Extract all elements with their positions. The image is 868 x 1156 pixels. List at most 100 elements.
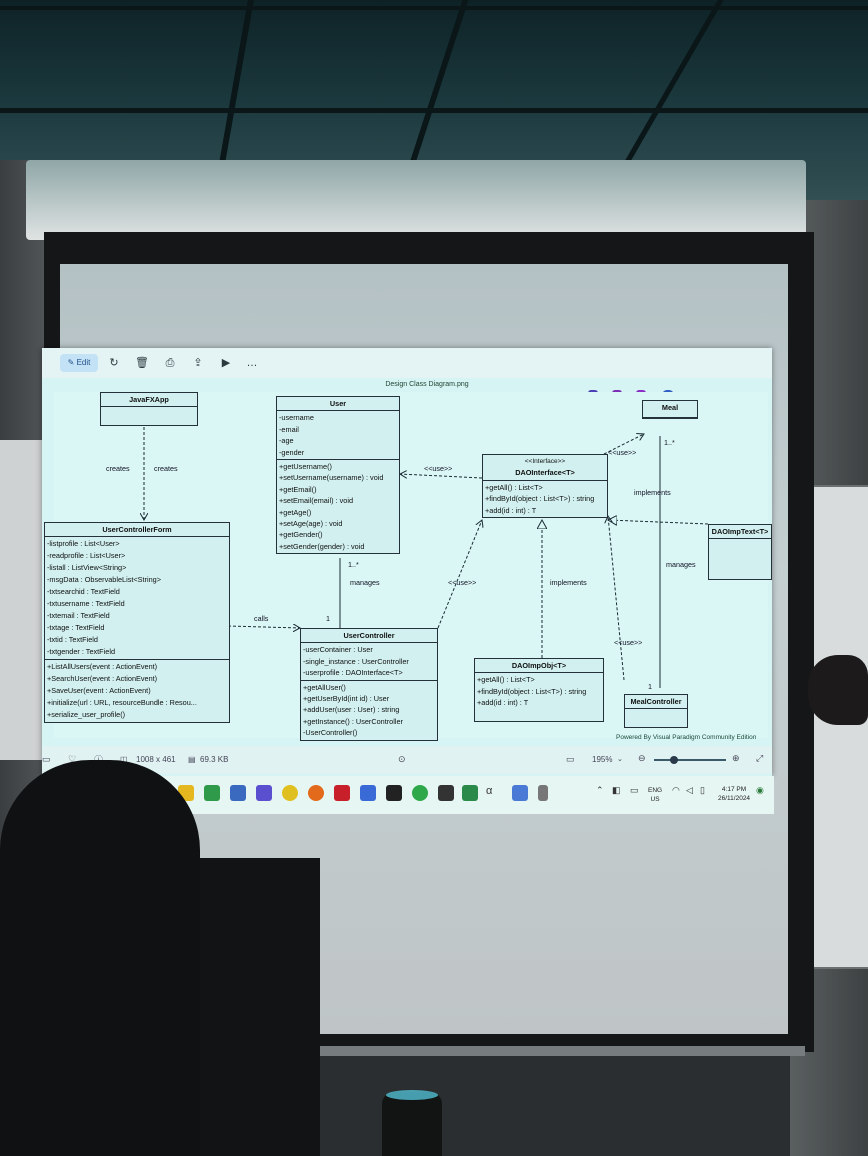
tray-icon[interactable]: ◧	[612, 785, 621, 795]
language-code: ENG	[648, 787, 663, 794]
multiplicity-label: 1	[326, 614, 330, 623]
person-hand	[808, 655, 868, 725]
chevron-up-icon[interactable]: ⌃	[596, 785, 604, 795]
attribute: -userContainer : User	[303, 645, 373, 655]
battery-icon[interactable]: ▯	[700, 785, 705, 795]
class-name: User	[277, 397, 399, 412]
attributes: -username -email -age -gender	[277, 411, 399, 461]
app-icon[interactable]	[538, 785, 548, 801]
ceiling-grid-line	[216, 0, 254, 180]
class-daointerface[interactable]: <<Interface>> DAOInterface<T> +getAll() …	[482, 454, 608, 519]
class-name: Meal	[643, 401, 697, 418]
class-user[interactable]: User -username -email -age -gender +getU…	[276, 396, 400, 555]
teams-icon[interactable]	[256, 785, 272, 801]
calls-label: calls	[254, 614, 269, 623]
use-arrow	[603, 434, 644, 455]
edit-button[interactable]: ✎ Edit	[60, 354, 98, 372]
class-javafxapp[interactable]: JavaFXApp	[100, 392, 198, 427]
implements-label: implements	[550, 578, 587, 587]
class-daoimpobj[interactable]: DAOImpObj<T> +getAll() : List<T> +findBy…	[474, 658, 604, 723]
share-icon[interactable]: ⇪	[193, 357, 203, 369]
class-usercontroller[interactable]: UserController -userContainer : User -si…	[300, 628, 438, 741]
fit-icon[interactable]: ⊙	[398, 754, 406, 764]
implements-arrow	[608, 520, 709, 524]
zoom-in-icon[interactable]: ⊕	[732, 753, 740, 763]
region-code: US	[650, 796, 660, 803]
class-mealcontroller[interactable]: MealController	[624, 694, 688, 729]
attribute: -listall : ListView<String>	[47, 563, 127, 573]
class-usercontrollerform[interactable]: UserControllerForm -listprofile : List<U…	[44, 522, 230, 724]
chevron-down-icon[interactable]: ⌄	[617, 756, 623, 763]
photos-app-window: ✎ Edit ↻ 🗑 ⎙ ⇪ ▶ … Design Class Diagram.…	[42, 348, 772, 776]
method: +add(id : int) : T	[477, 698, 529, 708]
method: +findById(object : List<T>) : string	[477, 686, 587, 696]
smart-speaker-light	[386, 1090, 438, 1100]
method: +getAll() : List<T>	[477, 675, 535, 685]
tray-icon[interactable]: ▭	[630, 785, 639, 795]
chrome-icon[interactable]	[282, 785, 298, 801]
zoom-level[interactable]: 195%	[592, 755, 613, 764]
method: +getAll() : List<T>	[485, 482, 543, 492]
multiplicity-label: 1..*	[664, 438, 675, 447]
delete-icon[interactable]: 🗑	[135, 357, 149, 369]
creates-label: creates	[154, 464, 178, 473]
image-dimensions: 1008 x 461	[136, 755, 176, 764]
attributes: -listprofile : List<User> -readprofile :…	[45, 537, 229, 661]
methods: +getUsername() +setUsername(username) : …	[277, 460, 399, 553]
attribute: -gender	[279, 447, 305, 457]
class-meal[interactable]: Meal	[642, 400, 698, 419]
methods: +ListAllUsers(event : ActionEvent) +Sear…	[45, 660, 229, 722]
app-icon[interactable]	[230, 785, 246, 801]
photos-icon[interactable]	[512, 785, 528, 801]
app-icon[interactable]	[412, 785, 428, 801]
attributes: -userContainer : User -single_instance :…	[301, 643, 437, 681]
dimensions-icon: ◫	[120, 755, 128, 764]
favorite-icon[interactable]: ♡	[68, 754, 77, 764]
methods: +getAll() : List<T> +findById(object : L…	[483, 481, 607, 517]
class-header: <<Interface>> DAOInterface<T>	[483, 455, 607, 481]
fullscreen-icon[interactable]: ⤢	[756, 753, 764, 763]
ceiling-grid-line	[0, 6, 868, 10]
attribute: -userprofile : DAOInterface<T>	[303, 668, 403, 678]
slideshow-icon[interactable]: ▶	[221, 357, 231, 369]
app-icon[interactable]	[204, 785, 220, 801]
clock-date: 26/11/2024	[718, 795, 751, 802]
app-icon[interactable]	[438, 785, 454, 801]
methods: +getAllUser() +getUserById(int id) : Use…	[301, 681, 437, 740]
intellij-icon[interactable]	[386, 785, 402, 801]
fit-to-window-icon[interactable]: ▭	[566, 754, 575, 764]
zoom-slider-thumb[interactable]	[670, 756, 678, 764]
class-name: DAOInterface<T>	[515, 468, 575, 478]
print-icon[interactable]: ⎙	[165, 357, 175, 369]
class-body	[101, 407, 197, 425]
language-indicator[interactable]: ENG US	[648, 786, 662, 804]
acrobat-icon[interactable]	[334, 785, 350, 801]
attribute: -listprofile : List<User>	[47, 539, 120, 549]
clock[interactable]: 4:17 PM 26/11/2024	[718, 785, 750, 803]
app-icon[interactable]: α	[486, 785, 493, 797]
wifi-icon[interactable]: ◠	[672, 785, 680, 795]
use-arrow	[608, 516, 625, 681]
app-icon[interactable]	[360, 785, 376, 801]
firefox-icon[interactable]	[308, 785, 324, 801]
method: +setEmail(email) : void	[279, 496, 354, 506]
class-daoimptext[interactable]: DAOImpText<T>	[708, 524, 772, 581]
more-icon[interactable]: …	[246, 357, 258, 369]
manages-label: manages	[666, 560, 696, 569]
use-label: <<use>>	[608, 448, 637, 457]
notification-icon[interactable]: ◉	[756, 785, 764, 795]
attribute: -email	[279, 424, 299, 434]
attribute: -msgData : ObservableList<String>	[47, 575, 161, 585]
filmstrip-icon[interactable]: ▭	[42, 754, 51, 764]
diagram-canvas: JavaFXApp User -username -email -age -ge…	[44, 392, 772, 741]
projector-screen-housing	[26, 160, 806, 240]
zoom-out-icon[interactable]: ⊖	[638, 753, 646, 763]
zoom-slider[interactable]	[654, 756, 726, 764]
volume-icon[interactable]: ◁	[686, 785, 693, 795]
method: +addUser(user : User) : string	[303, 705, 400, 715]
app-icon[interactable]	[462, 785, 478, 801]
class-name: DAOImpObj<T>	[475, 659, 603, 674]
use-label: <<use>>	[614, 638, 643, 647]
class-name: UserControllerForm	[45, 523, 229, 538]
rotate-icon[interactable]: ↻	[109, 357, 119, 369]
